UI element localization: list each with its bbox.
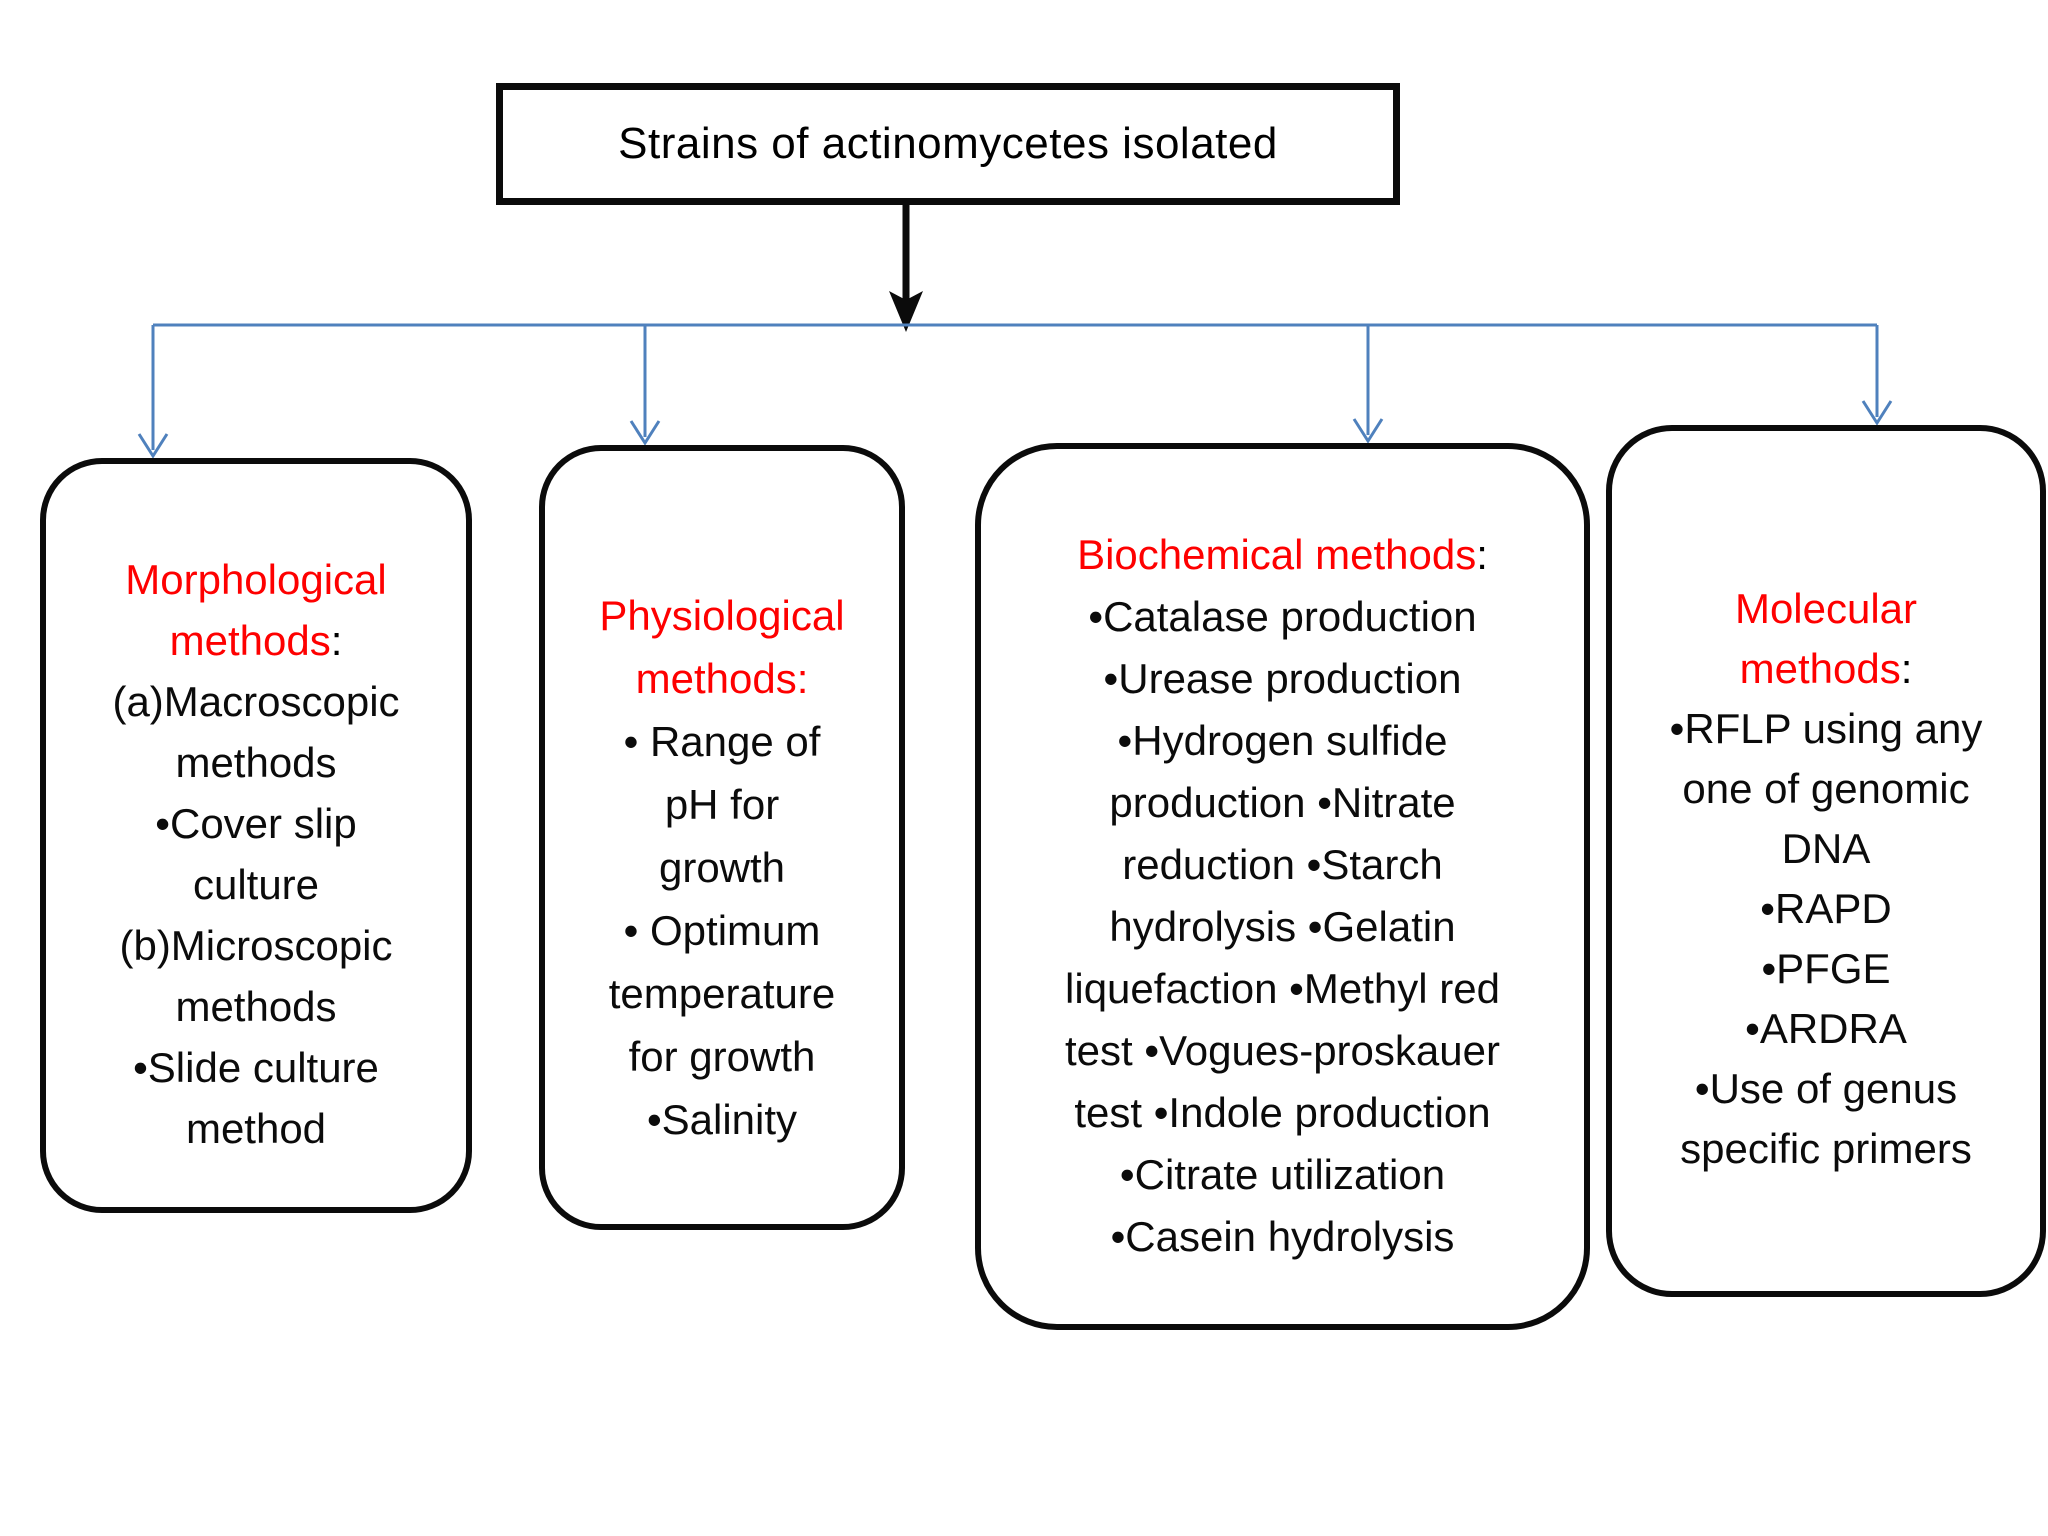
arrowhead-physiological [629, 420, 661, 446]
biochemical-items: •Catalase production •Urease production … [1065, 593, 1500, 1260]
root-node-label: Strains of actinomycetes isolated [618, 119, 1278, 168]
node-physiological-methods: Physiological methods: • Range of pH for… [539, 445, 905, 1230]
node-morphological-methods: Morphological methods: (a)Macroscopic me… [40, 458, 472, 1213]
root-node: Strains of actinomycetes isolated [496, 83, 1400, 205]
physiological-heading: Physiological methods: [599, 592, 845, 702]
biochemical-heading: Biochemical methods: [1077, 531, 1488, 578]
arrowhead-biochemical [1352, 418, 1384, 444]
node-molecular-methods: Molecular methods: •RFLP using any one o… [1606, 425, 2046, 1297]
molecular-items: •RFLP using any one of genomic DNA •RAPD… [1669, 705, 1983, 1172]
branch-connector [137, 323, 1893, 459]
molecular-heading: Molecular methods: [1734, 585, 1918, 692]
arrowhead-morphological [137, 433, 169, 459]
morphological-items: (a)Macroscopic methods •Cover slip cultu… [112, 678, 400, 1152]
node-biochemical-methods: Biochemical methods: •Catalase productio… [975, 443, 1590, 1330]
title-down-arrow [889, 205, 923, 332]
morphological-heading: Morphological methods: [125, 556, 387, 664]
physiological-items: • Range of pH for growth • Optimum tempe… [608, 718, 836, 1143]
arrowhead-molecular [1861, 400, 1893, 426]
